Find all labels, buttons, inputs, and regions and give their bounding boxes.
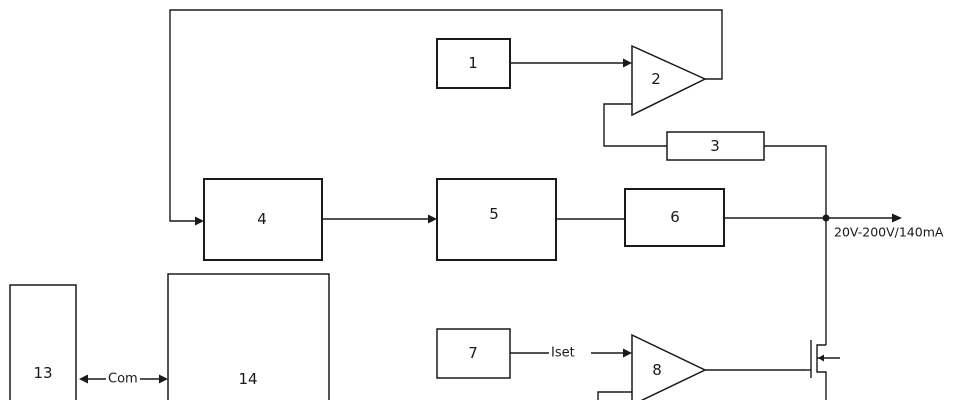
block-6-label: 6: [670, 208, 680, 226]
block-5-label: 5: [489, 205, 499, 223]
wire-2-to-3: [603, 103, 667, 147]
block-2-amplifier: 2: [631, 44, 707, 117]
wire-8-lower-input: [597, 391, 632, 400]
output-label: 20V-200V/140mA: [834, 225, 944, 240]
arrowhead-into-14: [159, 374, 168, 384]
arrowhead-into-4: [195, 216, 204, 226]
iset-label: Iset: [551, 346, 575, 361]
block-2-label: 2: [651, 70, 661, 88]
arrowhead-into-2: [623, 58, 632, 68]
block-3-label: 3: [710, 137, 720, 155]
block-14-label: 14: [238, 370, 257, 388]
arrowhead-into-13: [79, 374, 88, 384]
wire-3-to-output: [764, 145, 827, 218]
block-7-label: 7: [468, 344, 478, 362]
block-14: 14: [167, 273, 330, 400]
block-1: 1: [436, 38, 511, 89]
mosfet-symbol: [806, 340, 840, 400]
arrowhead-into-5: [428, 214, 437, 224]
feedback-wire-2-to-4: [169, 9, 723, 222]
block-13: 13: [9, 284, 77, 400]
arrowhead-into-8: [623, 348, 632, 358]
block-4-label: 4: [257, 210, 267, 228]
block-13-label: 13: [33, 364, 52, 382]
block-8-amplifier: 8: [631, 333, 707, 400]
block-5: 5: [436, 178, 557, 261]
output-arrowhead: [892, 213, 902, 223]
block-8-label: 8: [652, 361, 662, 379]
block-6: 6: [624, 188, 725, 247]
block-4: 4: [203, 178, 323, 261]
com-label: Com: [108, 372, 138, 387]
block-3-resistor: 3: [666, 131, 765, 161]
block-7: 7: [436, 328, 511, 379]
block-1-label: 1: [468, 54, 478, 72]
